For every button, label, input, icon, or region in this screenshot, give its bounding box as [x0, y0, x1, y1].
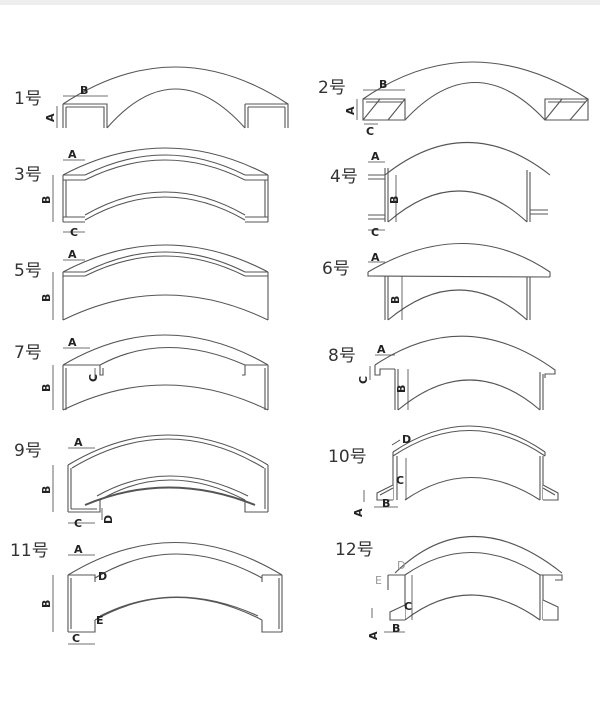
dim-c: C — [396, 474, 404, 487]
profile-5: 5号 A B — [14, 244, 269, 321]
profile-label: 12号 — [335, 540, 374, 560]
profile-label: 8号 — [328, 346, 356, 366]
dim-b: B — [80, 84, 88, 97]
profile-11: 11号 A B C D E — [10, 541, 283, 645]
dim-d: D — [402, 433, 411, 446]
dim-a: A — [352, 508, 365, 517]
profile-8: 8号 A B C — [328, 335, 556, 411]
dim-a: A — [367, 631, 380, 640]
dim-c: C — [357, 376, 370, 384]
profile-label: 7号 — [14, 343, 42, 363]
dim-b: B — [395, 385, 408, 393]
dim-b: B — [388, 196, 401, 204]
profile-label: 5号 — [14, 261, 42, 281]
dim-b: B — [40, 600, 53, 608]
dim-d: D — [397, 559, 405, 572]
profile-label: 11号 — [10, 541, 49, 561]
dim-a: A — [74, 436, 83, 449]
dim-b: B — [382, 497, 390, 510]
dim-a: A — [371, 251, 380, 264]
profile-10: 10号 D C A B — [328, 425, 559, 517]
dim-e: E — [96, 614, 104, 627]
dim-d: D — [98, 570, 107, 583]
dim-b: B — [40, 196, 53, 204]
dim-a: A — [68, 248, 77, 261]
dim-c: C — [371, 226, 379, 239]
profile-label: 9号 — [14, 441, 42, 461]
profile-6: 6号 A B — [322, 243, 551, 321]
dim-c: C — [70, 226, 78, 239]
profile-4: 4号 A B C — [330, 141, 551, 239]
profile-label: 6号 — [322, 259, 350, 279]
profile-3: 3号 A B C — [14, 147, 269, 239]
dim-c: C — [74, 517, 82, 530]
profile-12: 12号 D E C A B — [335, 536, 563, 640]
dim-a: A — [68, 336, 77, 349]
profile-label: 1号 — [14, 89, 42, 109]
dim-b: B — [40, 294, 53, 302]
dim-c: C — [366, 125, 374, 138]
dim-a: A — [74, 543, 83, 556]
dim-a: A — [68, 148, 77, 161]
dim-c: C — [87, 374, 100, 382]
dim-d: D — [102, 515, 115, 524]
profile-label: 2号 — [318, 78, 346, 98]
dim-c: C — [72, 632, 80, 645]
profile-label: 4号 — [330, 167, 358, 187]
top-border — [0, 0, 600, 5]
dim-b: B — [40, 384, 53, 392]
dim-a: A — [44, 113, 57, 122]
dim-b: B — [40, 486, 53, 494]
dim-a: A — [371, 150, 380, 163]
profile-1: 1号 B A — [14, 66, 289, 129]
dim-a: A — [377, 343, 386, 356]
dim-c: C — [404, 600, 412, 613]
dim-b: B — [392, 622, 400, 635]
dim-b: B — [389, 296, 402, 304]
dim-e: E — [375, 574, 382, 587]
profile-2: 2号 B A C — [318, 61, 589, 138]
profile-7: 7号 A B C — [14, 334, 269, 411]
profile-label: 10号 — [328, 447, 367, 467]
profile-label: 3号 — [14, 165, 42, 185]
profile-9: 9号 A B C D — [14, 434, 269, 530]
dim-b: B — [379, 78, 387, 91]
dim-a: A — [344, 106, 357, 115]
